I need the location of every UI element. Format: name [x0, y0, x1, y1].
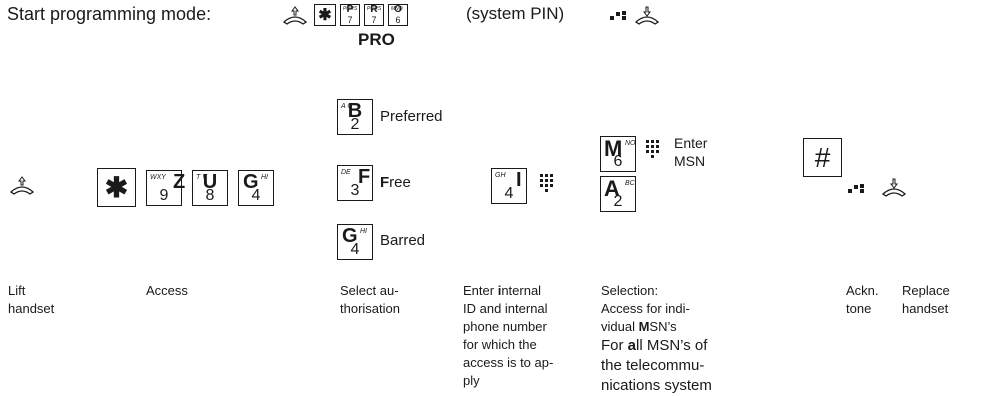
replace-handset-icon	[881, 178, 907, 197]
acknowledgement-tone-icon	[848, 184, 864, 193]
enter-internal-caption: Enter internal ID and internal phone num…	[463, 283, 554, 388]
replace-handset-icon	[634, 6, 660, 25]
ackn-tone-caption: Ackn.tone	[846, 283, 879, 316]
star-key: ✱	[314, 4, 336, 26]
hash-key: #	[803, 138, 842, 177]
keypad-icon	[646, 140, 659, 161]
barred-label: Barred	[380, 232, 426, 249]
system-pin-label: (system PIN)	[466, 4, 565, 23]
lift-handset-icon	[9, 176, 35, 195]
selection-caption: Selection: Access for indi- vidual MSN’s…	[601, 283, 712, 394]
access-caption: Access	[146, 283, 188, 298]
preferred-label: Preferred	[380, 108, 443, 125]
star-key: ✱	[97, 168, 136, 207]
select-authorisation-caption: Select au-thorisation	[340, 283, 400, 316]
acknowledgement-tone-icon	[610, 11, 626, 20]
lift-handset-icon	[282, 6, 308, 25]
keypad-icon	[540, 174, 553, 195]
start-programming-label: Start programming mode:	[7, 4, 212, 24]
free-label: Free	[380, 174, 411, 191]
pro-label: PRO	[358, 30, 395, 49]
